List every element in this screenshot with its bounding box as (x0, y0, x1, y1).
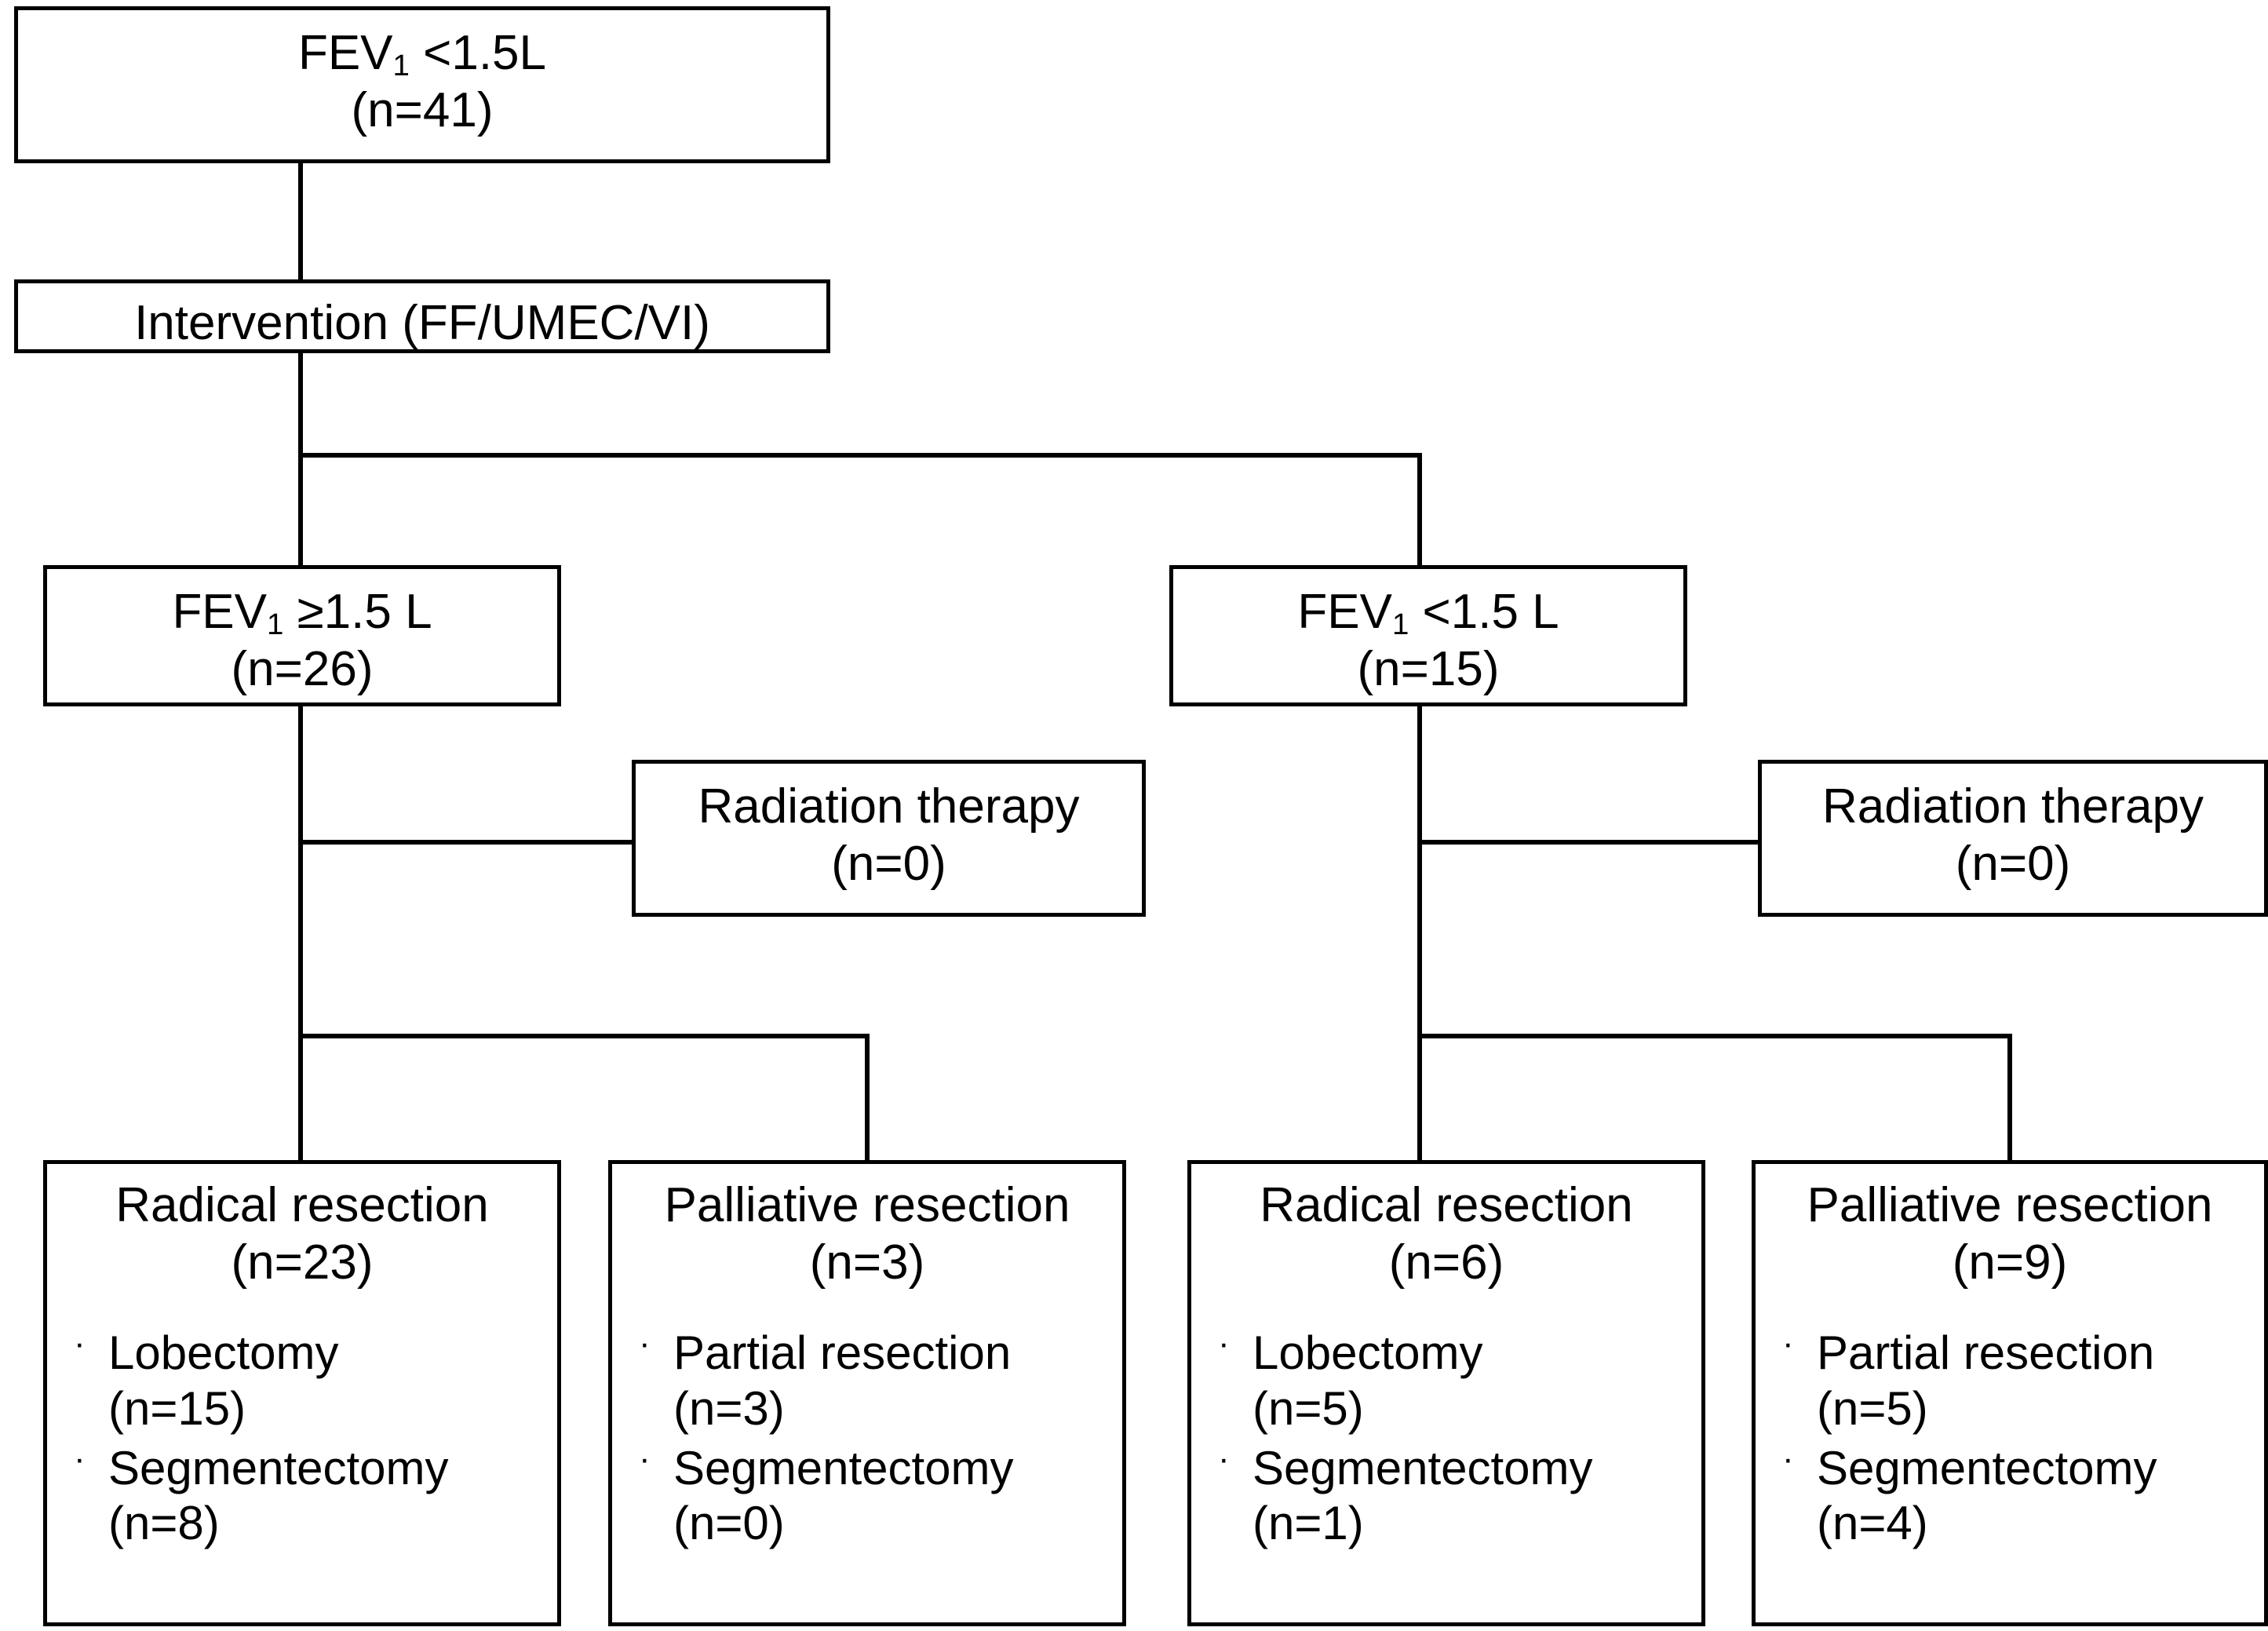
connector-left-group-trunk (298, 706, 303, 1160)
bullet-text: Segmentectomy (n=4) (1817, 1441, 2245, 1551)
node-intervention[interactable]: Intervention (FF/UMEC/VI) (14, 279, 830, 353)
palliative-left-bullet-list: · Partial resection (n=3) · Segmentectom… (612, 1326, 1122, 1556)
bullet-text: Lobectomy (n=15) (108, 1326, 538, 1436)
bullet-count: (n=3) (673, 1381, 785, 1435)
connector-to-palliative-right (2007, 1034, 2012, 1161)
list-item: · Segmentectomy (n=8) (69, 1439, 538, 1551)
node-radical-right-label: Radical resection (1260, 1178, 1633, 1232)
node-palliative-resection-left[interactable]: Palliative resection (n=3) · Partial res… (608, 1160, 1126, 1626)
bullet-name: Lobectomy (108, 1326, 339, 1380)
node-radiation-left-count: (n=0) (831, 837, 946, 892)
bullet-name: Partial resection (673, 1326, 1012, 1380)
bullet-count: (n=4) (1817, 1496, 1928, 1549)
palliative-right-bullet-list: · Partial resection (n=5) · Segmentectom… (1756, 1326, 2264, 1556)
node-radical-resection-left[interactable]: Radical resection (n=23) · Lobectomy (n=… (43, 1160, 561, 1626)
bullet-name: Lobectomy (1253, 1326, 1483, 1380)
connector-right-group-bottom-split (1417, 1034, 2012, 1038)
node-right-group-title: FEV1 <1.5 L (1297, 585, 1559, 642)
bullet-dot-icon: · (74, 1439, 86, 1478)
node-right-group-fev1-lt[interactable]: FEV1 <1.5 L (n=15) (1169, 565, 1687, 706)
list-item: · Segmentectomy (n=1) (1213, 1439, 1683, 1551)
node-radical-resection-right[interactable]: Radical resection (n=6) · Lobectomy (n=5… (1187, 1160, 1705, 1626)
connector-split-to-left-group (298, 453, 303, 565)
node-root-count: (n=41) (351, 83, 494, 138)
node-radical-left-label: Radical resection (115, 1178, 489, 1232)
list-item: · Segmentectomy (n=4) (1778, 1439, 2245, 1551)
radical-left-bullet-list: · Lobectomy (n=15) · Segmentectomy (n=8) (47, 1326, 557, 1556)
node-left-group-count: (n=26) (231, 642, 374, 697)
bullet-count: (n=5) (1253, 1381, 1364, 1435)
node-palliative-resection-right[interactable]: Palliative resection (n=9) · Partial res… (1752, 1160, 2268, 1626)
connector-intervention-stem (298, 353, 303, 455)
node-palliative-right-label: Palliative resection (1807, 1178, 2213, 1232)
list-item: · Lobectomy (n=5) (1213, 1326, 1683, 1436)
bullet-text: Partial resection (n=3) (673, 1326, 1103, 1436)
node-radical-left-count: (n=23) (231, 1235, 374, 1290)
list-item: · Partial resection (n=5) (1778, 1326, 2245, 1436)
connector-root-to-intervention (298, 163, 303, 279)
connector-left-group-to-radiation (298, 840, 636, 845)
bullet-count: (n=15) (108, 1381, 246, 1435)
bullet-text: Lobectomy (n=5) (1253, 1326, 1683, 1436)
connector-intervention-split (298, 453, 1422, 458)
bullet-count: (n=1) (1253, 1496, 1364, 1549)
bullet-dot-icon: · (1218, 1439, 1230, 1478)
node-radical-right-count: (n=6) (1388, 1235, 1504, 1290)
connector-right-group-trunk (1417, 706, 1422, 1160)
bullet-text: Segmentectomy (n=0) (673, 1441, 1103, 1551)
bullet-name: Segmentectomy (673, 1441, 1014, 1494)
connector-to-palliative-left (865, 1034, 870, 1161)
node-right-group-count: (n=15) (1357, 642, 1500, 697)
bullet-name: Partial resection (1817, 1326, 2155, 1380)
bullet-count: (n=5) (1817, 1381, 1928, 1435)
list-item: · Segmentectomy (n=0) (634, 1439, 1103, 1551)
node-palliative-left-label: Palliative resection (664, 1178, 1070, 1232)
list-item: · Partial resection (n=3) (634, 1326, 1103, 1436)
node-left-group-fev1-ge[interactable]: FEV1 ≥1.5 L (n=26) (43, 565, 561, 706)
node-left-group-title: FEV1 ≥1.5 L (172, 585, 432, 642)
connector-left-group-bottom-split (298, 1034, 870, 1038)
bullet-text: Segmentectomy (n=8) (108, 1441, 538, 1551)
node-radiation-left-label: Radiation therapy (698, 779, 1080, 834)
bullet-dot-icon: · (639, 1324, 651, 1363)
bullet-dot-icon: · (639, 1439, 651, 1478)
bullet-name: Segmentectomy (1817, 1441, 2157, 1494)
bullet-dot-icon: · (1782, 1324, 1794, 1363)
node-palliative-left-count: (n=3) (809, 1235, 925, 1290)
connector-split-to-right-group (1417, 453, 1422, 565)
connector-right-group-to-radiation (1417, 840, 1763, 845)
bullet-name: Segmentectomy (108, 1441, 449, 1494)
bullet-text: Partial resection (n=5) (1817, 1326, 2245, 1436)
bullet-count: (n=8) (108, 1496, 220, 1549)
node-radiation-therapy-right[interactable]: Radiation therapy (n=0) (1758, 760, 2268, 917)
bullet-dot-icon: · (1218, 1324, 1230, 1363)
bullet-name: Segmentectomy (1253, 1441, 1593, 1494)
radical-right-bullet-list: · Lobectomy (n=5) · Segmentectomy (n=1) (1191, 1326, 1701, 1556)
node-intervention-label: Intervention (FF/UMEC/VI) (134, 296, 710, 351)
node-root-title: FEV1 <1.5L (297, 26, 547, 83)
node-palliative-right-count: (n=9) (1952, 1235, 2068, 1290)
node-root-fev1[interactable]: FEV1 <1.5L (n=41) (14, 6, 830, 163)
list-item: · Lobectomy (n=15) (69, 1326, 538, 1436)
bullet-dot-icon: · (74, 1324, 86, 1363)
bullet-text: Segmentectomy (n=1) (1253, 1441, 1683, 1551)
node-radiation-right-count: (n=0) (1955, 837, 2071, 892)
node-radiation-right-label: Radiation therapy (1822, 779, 2204, 834)
bullet-dot-icon: · (1782, 1439, 1794, 1478)
bullet-count: (n=0) (673, 1496, 785, 1549)
node-radiation-therapy-left[interactable]: Radiation therapy (n=0) (632, 760, 1146, 917)
